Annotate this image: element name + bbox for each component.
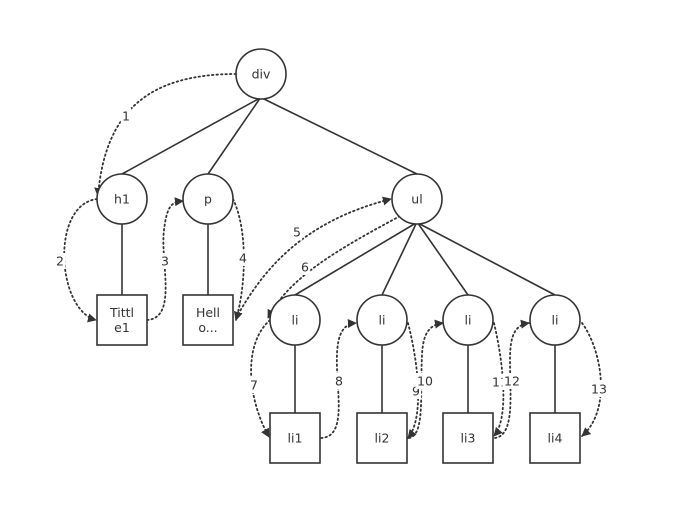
node-label: o... [198, 320, 217, 335]
node-label: li4 [548, 431, 563, 446]
traversal-arrow-8 [320, 319, 357, 439]
text-node-li4: li4 [529, 412, 581, 464]
node-label: li3 [461, 431, 476, 446]
traversal-arrow-2 [63, 198, 98, 323]
element-node-ul: ul [391, 173, 443, 225]
traversal-step-label: 12 [504, 374, 520, 389]
node-label: Tittl [109, 305, 134, 320]
traversal-step-label: 7 [250, 378, 258, 393]
tree-edge-ul-li_d [419, 223, 556, 296]
traversal-step-label: 13 [591, 382, 607, 397]
node-label: Hell [196, 305, 220, 320]
step-label-background [589, 381, 609, 397]
traversal-arrow-12 [494, 319, 530, 439]
element-node-div: div [235, 48, 287, 100]
node-label: ul [411, 192, 422, 207]
node-box [442, 412, 494, 464]
node-box [529, 412, 581, 464]
traversal-arrow-10 [408, 319, 444, 439]
traversal-step-label: 10 [417, 374, 433, 389]
node-circle [235, 48, 287, 100]
element-node-li_c: li [442, 294, 494, 346]
text-node-t2: Hello... [182, 294, 234, 346]
traversal-step-label: 5 [293, 225, 301, 240]
element-node-li_a: li [269, 294, 321, 346]
step-label-background [415, 373, 435, 389]
step-label-background [410, 383, 422, 399]
node-label: e1 [114, 320, 130, 335]
traversal-arrows [63, 73, 602, 439]
tree-edge-ul-li_c [417, 223, 469, 296]
tree-edge-div-ul [263, 98, 418, 175]
traversal-step-label: 4 [239, 251, 247, 266]
node-box [356, 412, 408, 464]
step-label-background [120, 108, 132, 124]
node-circle [391, 173, 443, 225]
element-node-li_b: li [356, 294, 408, 346]
node-box [96, 294, 148, 346]
traversal-step-label: 8 [335, 374, 343, 389]
element-node-h1: h1 [96, 173, 148, 225]
step-label-background [502, 373, 522, 389]
tree-edge-div-p [207, 98, 261, 175]
node-label: h1 [114, 192, 130, 207]
traversal-step-label: 6 [301, 260, 309, 275]
traversal-step-label: 3 [161, 254, 169, 269]
node-label: li1 [288, 431, 303, 446]
node-circle [529, 294, 581, 346]
tree-edge-ul-li_a [294, 223, 415, 296]
traversal-step-label: 1 [122, 109, 130, 124]
traversal-arrow-5 [235, 196, 392, 319]
element-node-p: p [182, 173, 234, 225]
step-label-background [237, 250, 249, 266]
tree-edge-div-h1 [121, 98, 259, 175]
traversal-step-label: 9 [412, 384, 420, 399]
traversal-arrow-11 [493, 322, 505, 437]
node-label: li [465, 313, 472, 328]
step-label-background [159, 253, 171, 269]
traversal-arrow-13 [581, 322, 602, 437]
node-box [269, 412, 321, 464]
traversal-arrow-6 [267, 215, 401, 319]
node-box [182, 294, 234, 346]
node-label: p [204, 192, 212, 207]
node-label: li [292, 313, 299, 328]
node-circle [269, 294, 321, 346]
element-node-li_d: li [529, 294, 581, 346]
step-label-background [54, 253, 66, 269]
traversal-arrow-1 [94, 73, 237, 197]
node-label: li [552, 313, 559, 328]
text-node-li1: li1 [269, 412, 321, 464]
node-circle [182, 173, 234, 225]
traversal-step-label: 2 [56, 254, 64, 269]
tree-edges [121, 98, 556, 413]
node-circle [356, 294, 408, 346]
tree-edge-ul-li_b [381, 223, 417, 296]
node-circle [442, 294, 494, 346]
traversal-arrow-3 [146, 197, 184, 321]
node-label: li [379, 313, 386, 328]
node-label: li2 [375, 431, 390, 446]
node-label: div [252, 67, 271, 82]
traversal-arrow-7 [250, 319, 271, 438]
text-node-li3: li3 [442, 412, 494, 464]
step-label-background [333, 373, 345, 389]
node-circle [96, 173, 148, 225]
text-node-li2: li2 [356, 412, 408, 464]
step-label-background [248, 377, 260, 393]
step-label-background [291, 224, 303, 240]
step-label-background [299, 259, 311, 275]
